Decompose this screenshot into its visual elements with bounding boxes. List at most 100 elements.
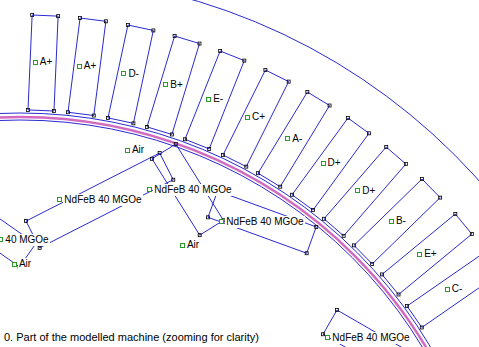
mesh-vertex <box>173 35 176 38</box>
mesh-vertex <box>305 252 308 255</box>
mesh-vertex <box>26 108 29 111</box>
mesh-vertex <box>343 234 346 237</box>
block-label-marker <box>0 237 3 242</box>
block-label-marker <box>163 82 168 87</box>
mesh-vertex <box>263 68 266 71</box>
mesh-vertex <box>439 196 442 199</box>
stator-slot: A+ <box>28 15 58 111</box>
mesh-vertex <box>151 158 154 161</box>
mesh-vertex <box>381 273 384 276</box>
material-label: NdFeB 40 MGOe <box>63 194 142 206</box>
stator-slot-outline <box>354 179 440 264</box>
magnet-block-outline <box>26 153 173 248</box>
mesh-vertex <box>244 165 247 168</box>
stator-slot-outline <box>28 15 58 111</box>
mesh-vertex <box>172 178 175 181</box>
stator-slot-outline <box>68 18 106 116</box>
mesh-vertex <box>198 234 201 237</box>
mesh-vertex <box>206 216 209 219</box>
stator-slot: A- <box>258 92 330 187</box>
label-group: C- <box>445 283 464 295</box>
label-group: B+ <box>163 79 184 91</box>
label-group: NdFeB 40 MGOe <box>57 194 142 206</box>
label-group: A- <box>285 133 303 145</box>
mesh-vertex <box>421 178 424 181</box>
label-group: Air <box>12 258 32 270</box>
mesh-vertex <box>67 111 70 114</box>
winding-label: A+ <box>83 60 98 72</box>
block-label-marker <box>417 252 422 257</box>
rotor-outer-arc <box>0 120 479 347</box>
block-label-marker <box>321 161 326 166</box>
mesh-vertex <box>405 162 408 165</box>
block-label-marker <box>355 188 360 193</box>
winding-label: B+ <box>169 79 184 91</box>
label-group: NdFeB 40 MGOe <box>219 216 304 228</box>
mesh-vertex <box>397 293 400 296</box>
mesh-vertex <box>257 172 260 175</box>
winding-label: D+ <box>361 185 376 197</box>
block-label-marker <box>325 335 330 340</box>
mesh-vertex <box>368 132 371 135</box>
mesh-vertex <box>198 42 201 45</box>
mesh-vertex <box>175 143 178 146</box>
winding-label: C- <box>451 283 464 295</box>
mesh-vertex <box>371 263 374 266</box>
label-group: B- <box>389 215 407 227</box>
stator-slot-outline <box>292 118 369 210</box>
air-gap-band <box>0 117 479 347</box>
block-label-marker <box>206 97 211 102</box>
mesh-vertex <box>208 147 211 150</box>
winding-label: D- <box>127 68 140 80</box>
material-label: NdFeB 40 MGOe <box>225 216 304 228</box>
stator-slot-outline <box>382 214 472 294</box>
magnet-block-outline <box>208 191 316 253</box>
block-label-marker <box>389 219 394 224</box>
mesh-vertex <box>328 104 331 107</box>
block-label-marker <box>125 148 130 153</box>
mesh-vertex <box>323 217 326 220</box>
outline <box>407 252 479 327</box>
mesh-vertex <box>287 80 290 83</box>
label-group: E- <box>206 93 224 105</box>
mesh-vertex <box>152 29 155 32</box>
magnet-block: NdFeB 40 MGOe <box>152 144 223 235</box>
winding-label: A- <box>291 133 303 145</box>
mesh-vertex <box>92 114 95 117</box>
region-label: Air <box>186 239 200 251</box>
block-label-marker <box>219 219 224 224</box>
mesh-vertex <box>336 309 339 312</box>
mesh-vertex <box>106 116 109 119</box>
label-group: 40 MGOe <box>0 234 50 246</box>
region-label: Air <box>131 144 145 156</box>
mesh-vertex <box>221 153 224 156</box>
mesh-vertex <box>184 138 187 141</box>
block-label-marker <box>147 187 152 192</box>
magnet-block: NdFeB 40 MGOe <box>323 310 432 347</box>
mesh-vertex <box>315 225 318 228</box>
mesh-vertex <box>454 213 457 216</box>
winding-label: E+ <box>423 248 438 260</box>
block-label-marker <box>245 115 250 120</box>
block-label-marker <box>180 243 185 248</box>
block-label-marker <box>285 136 290 141</box>
magnet-block-outline <box>323 310 432 347</box>
mesh-vertex <box>170 133 173 136</box>
mesh-vertex <box>353 244 356 247</box>
magnet-block-outline <box>0 198 36 267</box>
label-group: Air <box>125 144 145 156</box>
mesh-vertex <box>216 189 219 192</box>
figure-caption: 0. Part of the modelled machine (zooming… <box>3 331 260 344</box>
material-label: NdFeB 40 MGOe <box>331 332 410 344</box>
mesh-vertex <box>385 145 388 148</box>
mesh-vertex <box>243 59 246 62</box>
outline <box>0 198 36 267</box>
label-group: D- <box>121 68 140 80</box>
stator-slot-outline <box>223 70 289 167</box>
mesh-vertex <box>291 193 294 196</box>
mesh-vertex <box>470 233 473 236</box>
block-label-marker <box>121 71 126 76</box>
winding-label: B- <box>395 215 407 227</box>
